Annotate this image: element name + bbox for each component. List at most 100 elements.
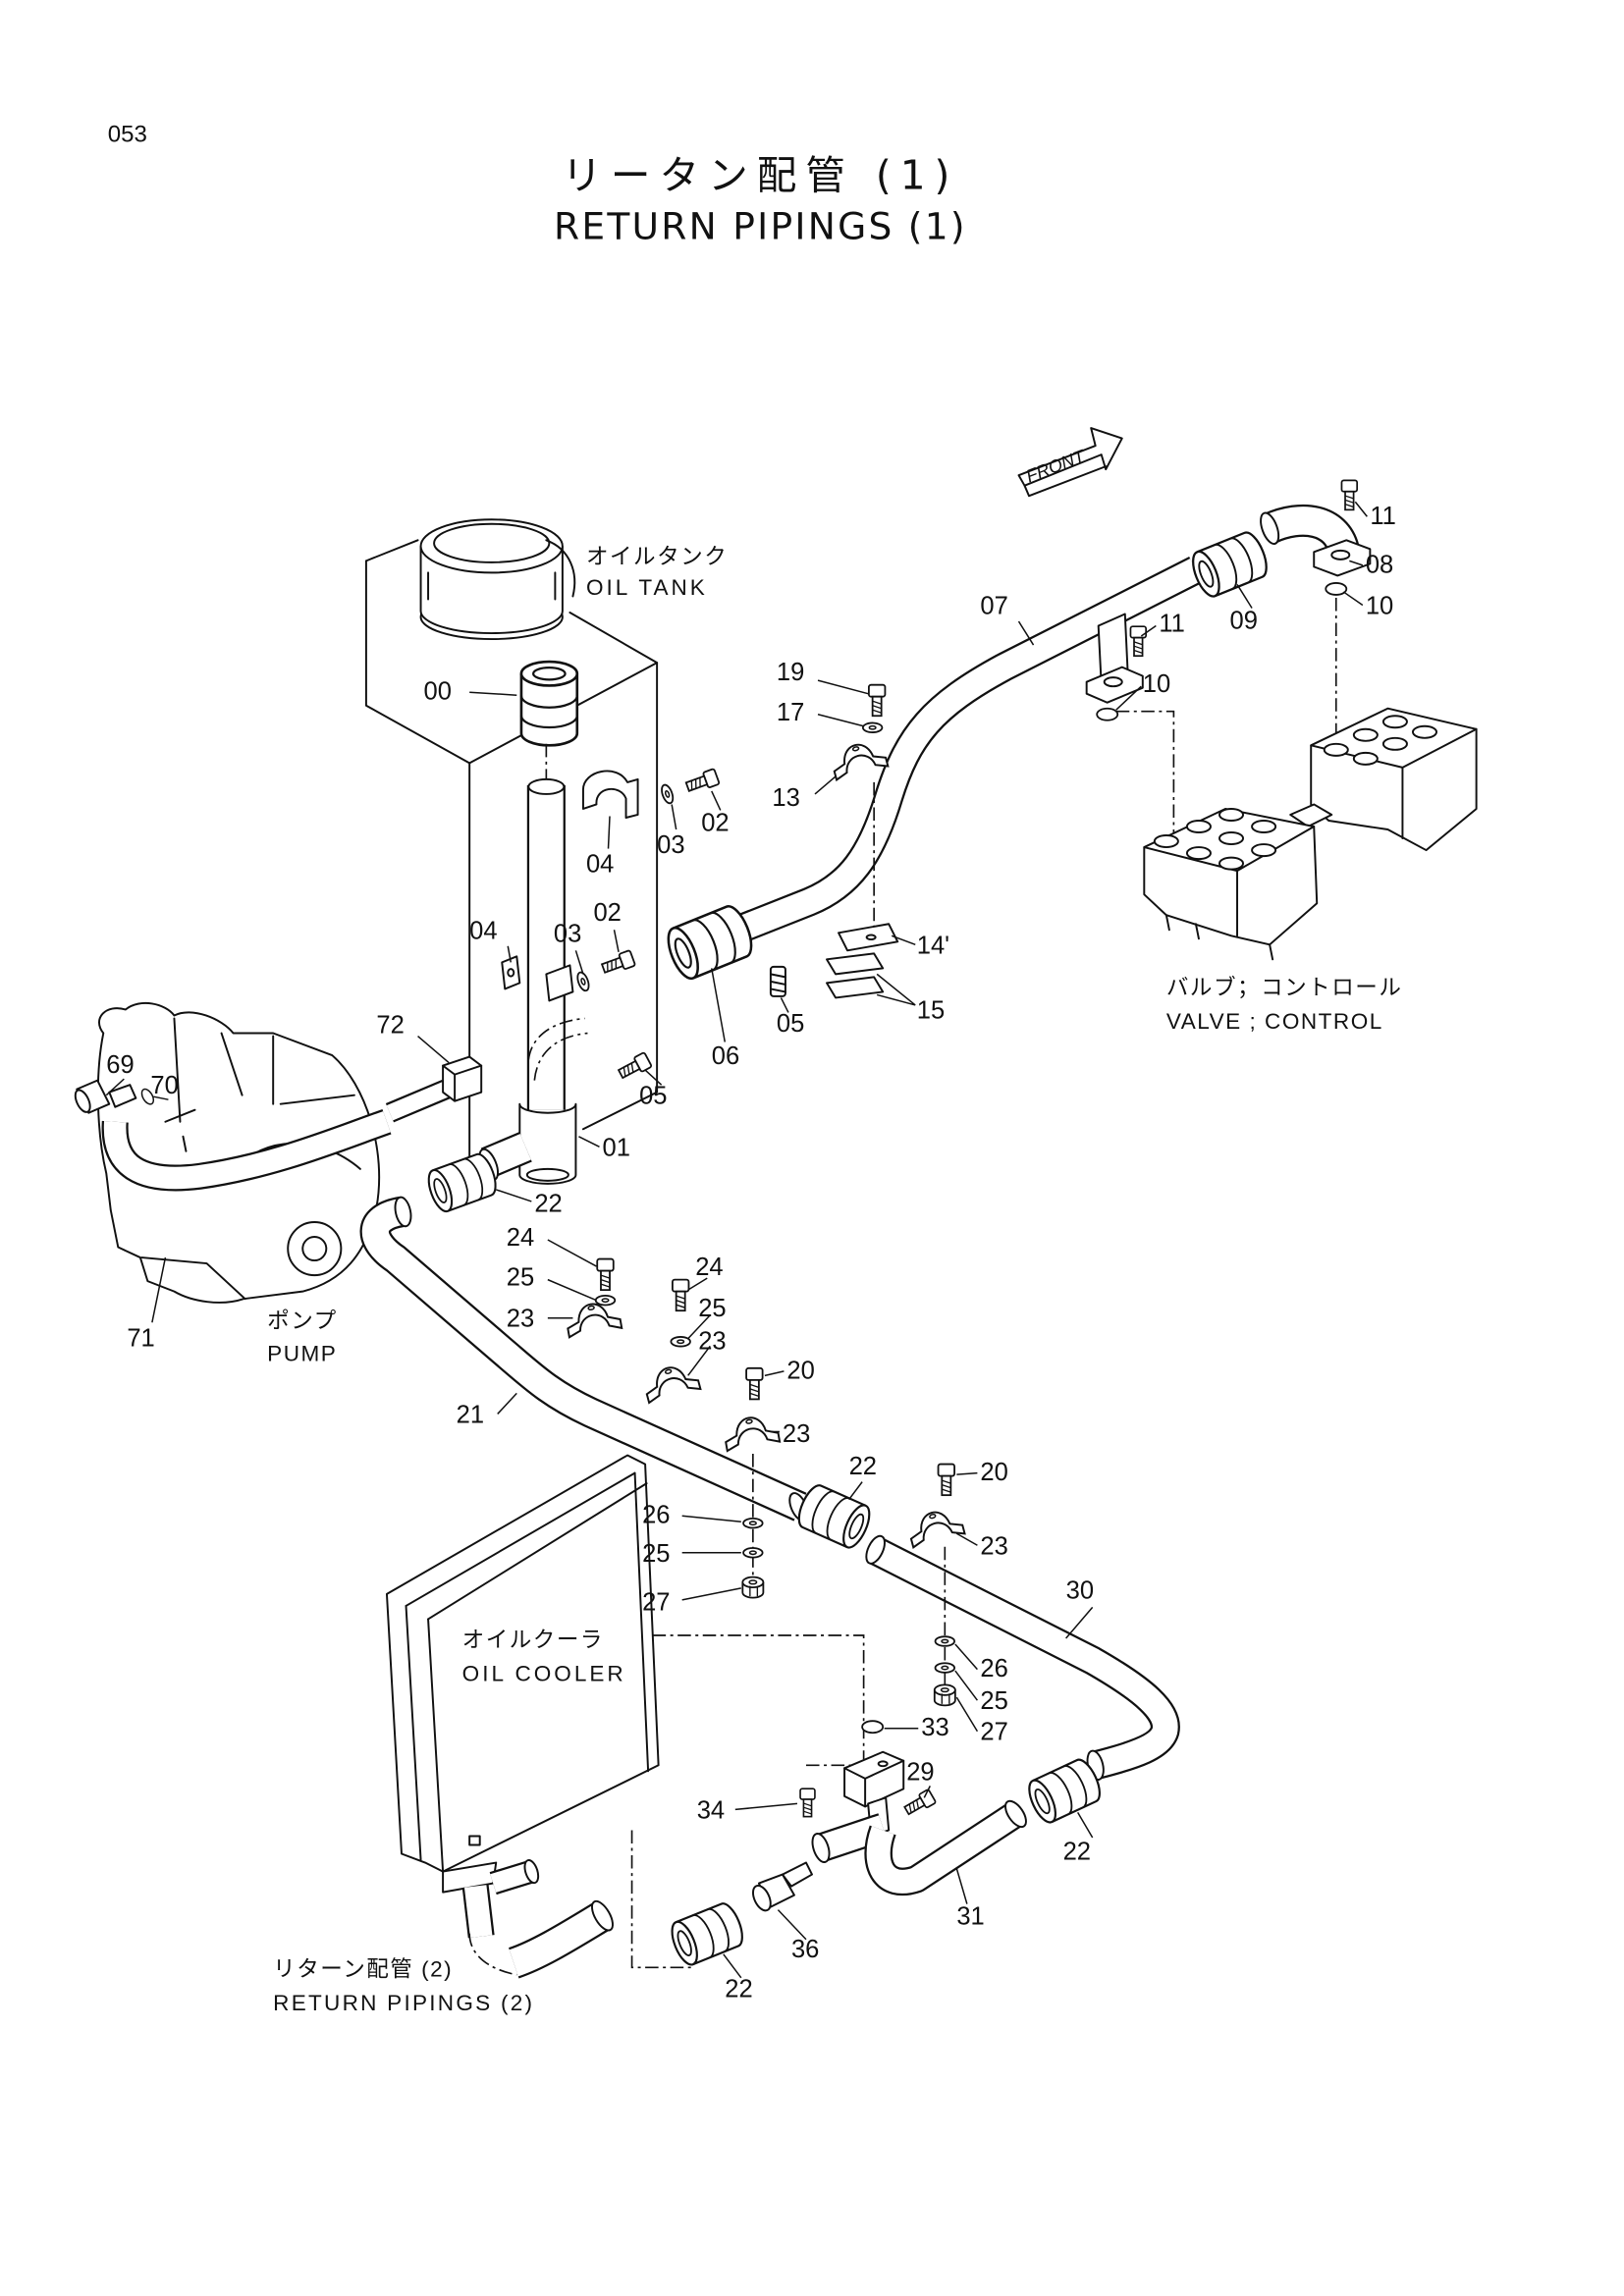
- part-11-bolt: [1340, 479, 1359, 511]
- part-label-07: 07: [980, 592, 1007, 619]
- part-25-washer: [742, 1547, 764, 1559]
- center-line: [630, 1830, 691, 1969]
- part-label-70: 70: [150, 1072, 178, 1099]
- part-72-block: [385, 1055, 483, 1123]
- part-13-clamp: [828, 737, 890, 781]
- title-english: RETURN PIPINGS (1): [554, 205, 967, 248]
- part-label-25: 25: [698, 1295, 726, 1322]
- oil-cooler-caption-jp: オイルクーラ: [462, 1628, 604, 1652]
- part-label-22: 22: [1063, 1839, 1091, 1866]
- part-07-pipe: [728, 556, 1203, 945]
- pump-caption-en: PUMP: [267, 1341, 337, 1365]
- part-label-25: 25: [507, 1264, 534, 1292]
- part-label-20: 20: [980, 1459, 1007, 1486]
- part-00-hose-fitting: [519, 660, 579, 747]
- part-02-bolt: [599, 949, 636, 978]
- part-05-fitting: [769, 965, 786, 997]
- part-label-21: 21: [457, 1401, 484, 1428]
- part-label-72: 72: [376, 1012, 404, 1040]
- part-10-o-ring: [1325, 582, 1348, 596]
- part-15-plates: [826, 952, 885, 999]
- part-02-bolt: [683, 768, 721, 796]
- cooler-outlet-pipes: [461, 1858, 614, 1979]
- part-label-01: 01: [602, 1134, 629, 1161]
- oil-cooler: [385, 1454, 660, 1894]
- part-14-plate: [838, 923, 899, 952]
- part-71-pipe: [101, 1108, 392, 1192]
- part-10-o-ring: [1096, 707, 1119, 721]
- part-label-17: 17: [777, 699, 804, 726]
- center-line: [652, 1634, 865, 1760]
- part-label-23: 23: [980, 1532, 1007, 1560]
- valve-caption-en: VALVE ; CONTROL: [1166, 1009, 1383, 1034]
- part-24-bolt: [596, 1257, 615, 1292]
- part-label-24: 24: [695, 1254, 723, 1281]
- part-label-05: 05: [639, 1083, 667, 1110]
- oil-cooler-caption-en: OIL COOLER: [462, 1662, 626, 1686]
- part-label-03: 03: [554, 920, 581, 947]
- part-69-fitting: [74, 1079, 137, 1114]
- part-number-labels: 00 04 03 02 04 03 02 72 69 70 05 01 06 0…: [106, 503, 1396, 2003]
- part-label-20: 20: [786, 1357, 814, 1384]
- part-label-05: 05: [777, 1010, 804, 1038]
- part-label-30: 30: [1066, 1576, 1094, 1604]
- part-label-14-prime: 14': [917, 932, 949, 959]
- page-number: 053: [108, 121, 147, 147]
- part-23-clamp: [563, 1299, 623, 1339]
- part-label-69: 69: [106, 1051, 134, 1079]
- part-25-washer: [594, 1294, 617, 1307]
- title-japanese: リータン配管 (1): [562, 151, 958, 198]
- part-label-13: 13: [772, 784, 799, 812]
- part-label-26: 26: [980, 1655, 1007, 1682]
- part-34-bolt: [799, 1788, 816, 1818]
- oil-tank: [364, 518, 659, 1182]
- return-pipings-2-caption-en: RETURN PIPINGS (2): [273, 1991, 534, 2015]
- part-20-bolt: [937, 1463, 955, 1497]
- part-label-22: 22: [725, 1975, 752, 2002]
- part-label-23: 23: [507, 1306, 534, 1333]
- front-arrow-label: FRONT: [1023, 446, 1089, 487]
- part-label-19: 19: [777, 659, 804, 686]
- part-11-bolt: [1129, 625, 1148, 658]
- leader-lines: [105, 501, 1368, 1979]
- elbow-pipe: [1260, 504, 1360, 555]
- part-09-hose-fitting: [1186, 527, 1273, 602]
- part-26-washer: [742, 1518, 764, 1529]
- part-04-clamp: [581, 770, 639, 819]
- part-17-washer: [861, 721, 884, 733]
- part-label-34: 34: [697, 1796, 725, 1824]
- center-line: [1115, 710, 1175, 834]
- part-label-25: 25: [642, 1540, 670, 1568]
- part-label-27: 27: [980, 1719, 1007, 1746]
- part-label-33: 33: [921, 1714, 948, 1741]
- part-03-washer: [658, 782, 677, 806]
- part-label-02: 02: [593, 899, 621, 927]
- part-30-pipe: [865, 1534, 1180, 1781]
- part-label-10: 10: [1366, 592, 1393, 619]
- front-arrow: FRONT: [1017, 427, 1123, 498]
- part-20-bolt: [745, 1366, 764, 1401]
- part-label-71: 71: [127, 1324, 154, 1352]
- part-label-06: 06: [712, 1042, 739, 1070]
- part-27-nut: [741, 1575, 765, 1599]
- part-label-04: 04: [586, 851, 614, 879]
- part-23-clamp: [640, 1360, 702, 1404]
- part-label-36: 36: [791, 1936, 819, 1963]
- part-label-15: 15: [917, 996, 945, 1024]
- part-27-nut: [933, 1683, 956, 1707]
- part-05-bolt: [616, 1051, 653, 1083]
- part-label-25: 25: [980, 1687, 1007, 1715]
- part-19-bolt: [867, 683, 887, 718]
- part-label-23: 23: [783, 1420, 810, 1448]
- control-valve: [1143, 707, 1478, 961]
- part-22-hose-fitting: [792, 1480, 876, 1553]
- part-22-hose-fitting: [666, 1898, 749, 1969]
- part-label-09: 09: [1230, 608, 1258, 635]
- oil-tank-caption-en: OIL TANK: [586, 575, 708, 600]
- part-29-bolt: [901, 1788, 938, 1819]
- part-label-22: 22: [849, 1453, 877, 1480]
- oil-tank-caption-jp: オイルタンク: [586, 544, 728, 568]
- part-25-washer: [670, 1336, 691, 1348]
- part-23-clamp: [904, 1505, 966, 1549]
